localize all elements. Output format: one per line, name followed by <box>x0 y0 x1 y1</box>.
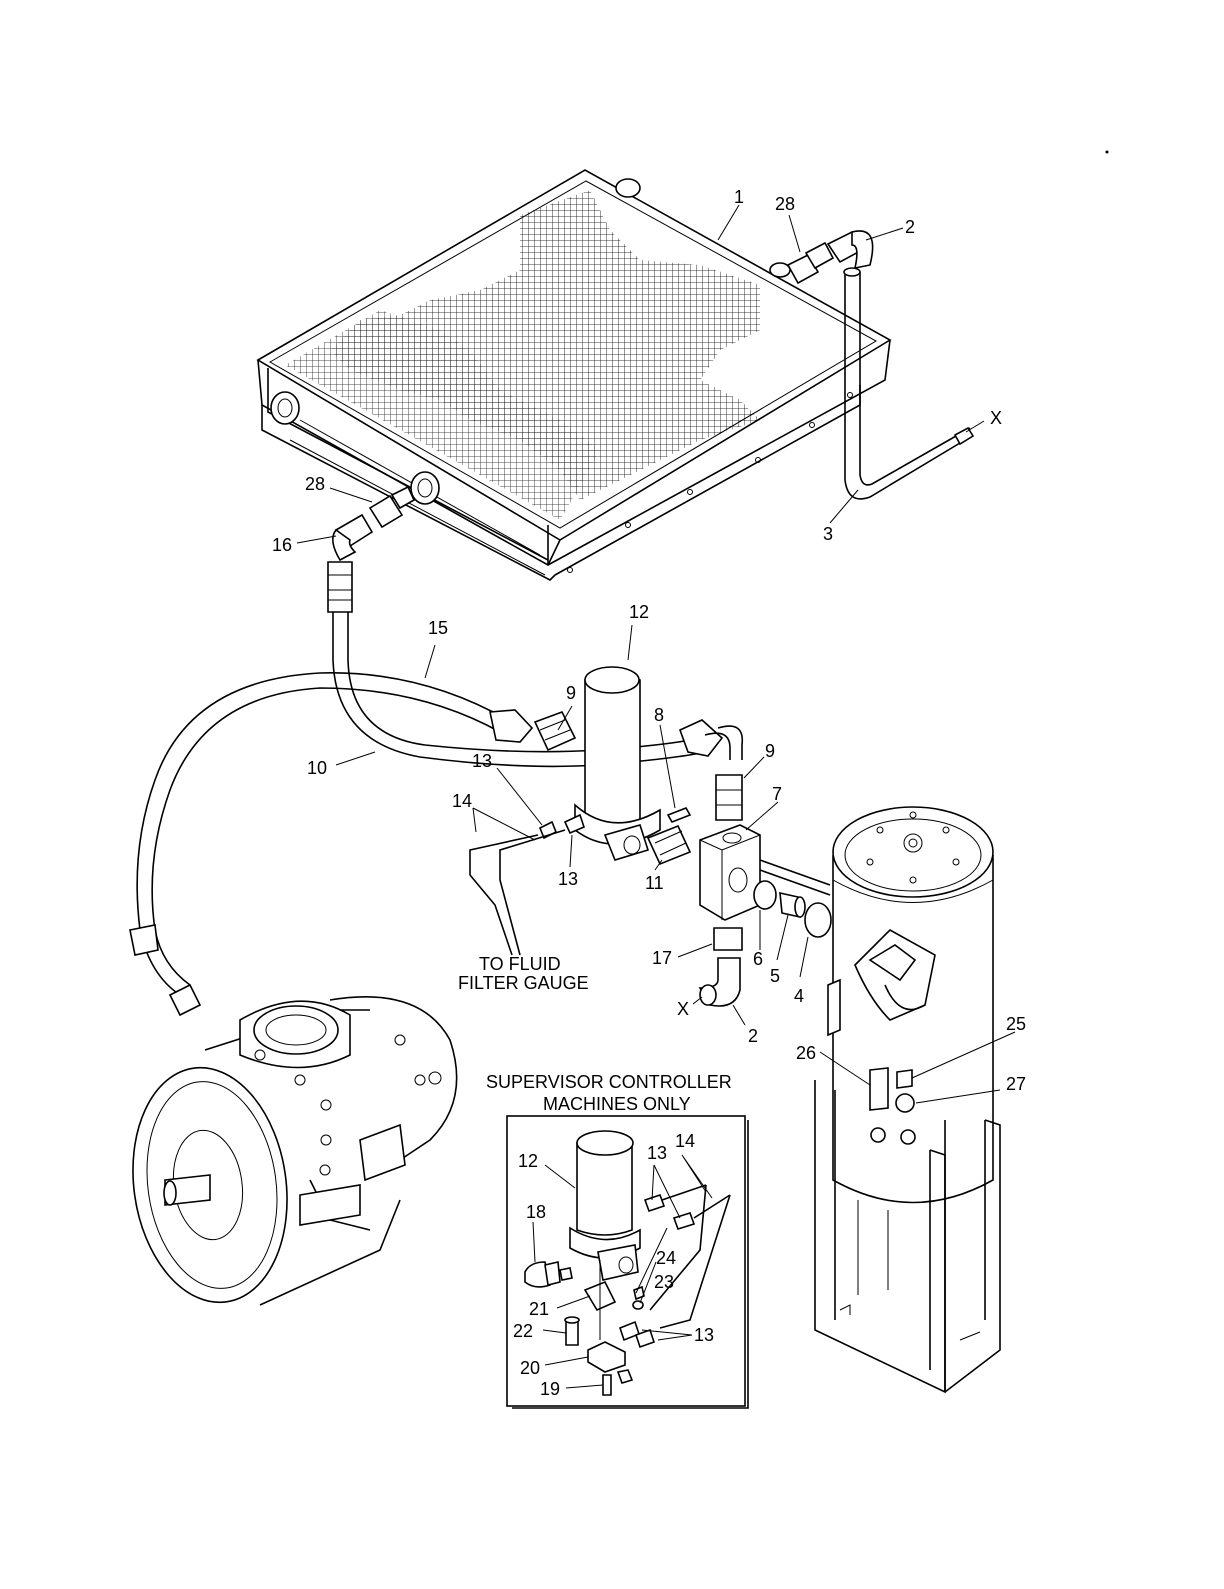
fitting-17 <box>714 928 742 950</box>
callout-10: 10 <box>307 758 327 778</box>
callout-25: 25 <box>1006 1014 1026 1034</box>
elbow-fitting-2-upper <box>828 231 873 268</box>
stray-mark <box>1106 151 1109 154</box>
fluid-filter-12 <box>575 667 660 860</box>
callout-27: 27 <box>1006 1074 1026 1094</box>
inset-callout-19: 19 <box>540 1379 560 1399</box>
callout-26: 26 <box>796 1043 816 1063</box>
fitting-9-left <box>535 712 575 750</box>
inset-callout-12: 12 <box>518 1151 538 1171</box>
inset-callout-20: 20 <box>520 1358 540 1378</box>
inset-callout-13-upper: 13 <box>647 1143 667 1163</box>
callout-2-upper: 2 <box>905 217 915 237</box>
inset-callout-21: 21 <box>529 1299 549 1319</box>
callout-5: 5 <box>770 966 780 986</box>
callout-11: 11 <box>645 873 664 893</box>
supervisor-inset <box>507 1116 748 1408</box>
callout-17: 17 <box>652 948 672 968</box>
callout-1: 1 <box>734 187 744 207</box>
tube-3 <box>844 268 973 499</box>
callout-2-lower: 2 <box>748 1026 758 1046</box>
callout-6: 6 <box>753 949 763 969</box>
callout-28-lower: 28 <box>305 474 325 494</box>
hose-15 <box>328 562 742 766</box>
inset-callout-13-lower: 13 <box>694 1325 714 1345</box>
inset-callout-24: 24 <box>656 1248 676 1268</box>
callout-8: 8 <box>654 705 664 725</box>
callout-28-upper: 28 <box>775 194 795 214</box>
callout-3: 3 <box>823 524 833 544</box>
elbow-fitting-2-lower <box>700 958 740 1006</box>
callout-x-lower: X <box>677 999 689 1019</box>
callout-7: 7 <box>772 784 782 804</box>
callout-13-upper: 13 <box>472 751 492 771</box>
callout-9-left: 9 <box>566 683 576 703</box>
callout-14: 14 <box>452 791 472 811</box>
callout-x-upper: X <box>990 408 1002 428</box>
inset-callout-14: 14 <box>675 1131 695 1151</box>
check-valve-5 <box>780 893 805 917</box>
fitting-9-right <box>716 775 742 820</box>
callout-15: 15 <box>428 618 448 638</box>
tubing-14 <box>470 830 565 955</box>
gauge-note-line2: FILTER GAUGE <box>458 973 589 993</box>
callout-9-right: 9 <box>765 741 775 761</box>
screw-8 <box>668 808 690 822</box>
receiver-tank <box>815 807 1000 1392</box>
callout-4: 4 <box>794 986 804 1006</box>
hose-10 <box>130 673 532 1015</box>
fitting-28-lower <box>370 487 414 527</box>
callout-16: 16 <box>272 535 292 555</box>
gauge-note-line1: TO FLUID <box>479 954 561 974</box>
inset-callout-18: 18 <box>526 1202 546 1222</box>
inset-title-line1: SUPERVISOR CONTROLLER <box>486 1072 732 1092</box>
oring-6 <box>754 881 776 909</box>
callout-13-lower: 13 <box>558 869 578 889</box>
inset-title-line2: MACHINES ONLY <box>543 1094 691 1114</box>
air-end-compressor <box>118 997 456 1313</box>
inset-callout-23: 23 <box>654 1272 674 1292</box>
fitting-28-upper <box>788 243 833 283</box>
elbow-fitting-16 <box>333 515 372 560</box>
oil-cooler <box>258 170 890 580</box>
callout-12: 12 <box>629 602 649 622</box>
inset-callout-22: 22 <box>513 1321 533 1341</box>
oring-4 <box>805 903 831 937</box>
